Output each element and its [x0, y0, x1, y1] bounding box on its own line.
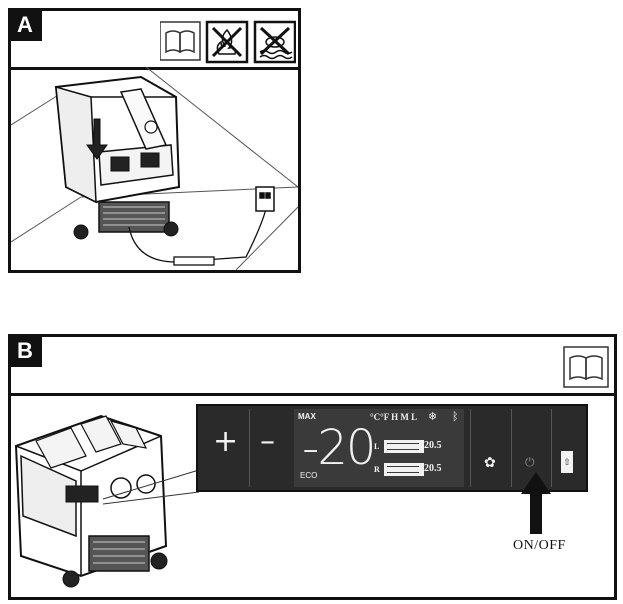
bluetooth-icon: ᛒ	[452, 410, 459, 423]
units-modes-label: °C°F H M L	[370, 412, 418, 422]
minus-button[interactable]: –	[250, 409, 290, 487]
panel-b-label: B	[8, 334, 42, 367]
plus-button-label: +	[213, 424, 239, 459]
zone-left-level-bar	[384, 440, 424, 453]
manual-book-icon	[160, 21, 201, 61]
wall-socket	[255, 186, 275, 212]
fan-icon: ✿	[484, 456, 496, 471]
lock-icon: ⇧	[561, 451, 573, 473]
temperature-readout: -20	[302, 420, 376, 476]
panel-b-cooler-illustration	[14, 414, 200, 588]
panel-a-illustration	[11, 67, 298, 270]
power-button[interactable]: ⏻	[511, 409, 552, 487]
no-water-icon	[253, 20, 296, 64]
panel-a-icons	[160, 20, 296, 64]
no-fire-icon	[205, 20, 249, 64]
panel-a-header-divider	[11, 67, 298, 70]
fan-button[interactable]: ✿	[470, 409, 512, 487]
power-cable	[128, 208, 267, 266]
power-icon: ⏻	[525, 455, 535, 469]
max-label: MAX	[298, 412, 316, 421]
cooler-illustration	[54, 75, 181, 240]
zone-left-value: 20.5	[424, 440, 442, 451]
eco-label: ECO	[300, 471, 318, 480]
on-off-callout: ON/OFF	[513, 538, 566, 553]
zone-left-label: L	[374, 442, 380, 451]
zone-right-label: R	[374, 465, 380, 474]
on-off-arrow	[521, 472, 551, 534]
plus-button[interactable]: +	[201, 409, 250, 487]
panel-b-header-divider	[11, 393, 614, 396]
panel-b-icons	[563, 346, 609, 388]
control-panel: + – MAX ECO -20 °C°F H M L ❄ ᛒ L 20.5 R …	[196, 404, 588, 492]
manual-book-icon	[563, 346, 609, 388]
unlock-button[interactable]: ⇧	[552, 409, 586, 487]
zone-right-value: 20.5	[424, 463, 442, 474]
minus-button-label: –	[260, 424, 275, 459]
lcd-display: MAX ECO -20 °C°F H M L ❄ ᛒ L 20.5 R 20.5	[294, 409, 464, 487]
panel-a-label: A	[8, 8, 42, 41]
zone-right-level-bar	[384, 463, 424, 476]
snowflake-icon: ❄	[428, 411, 438, 423]
